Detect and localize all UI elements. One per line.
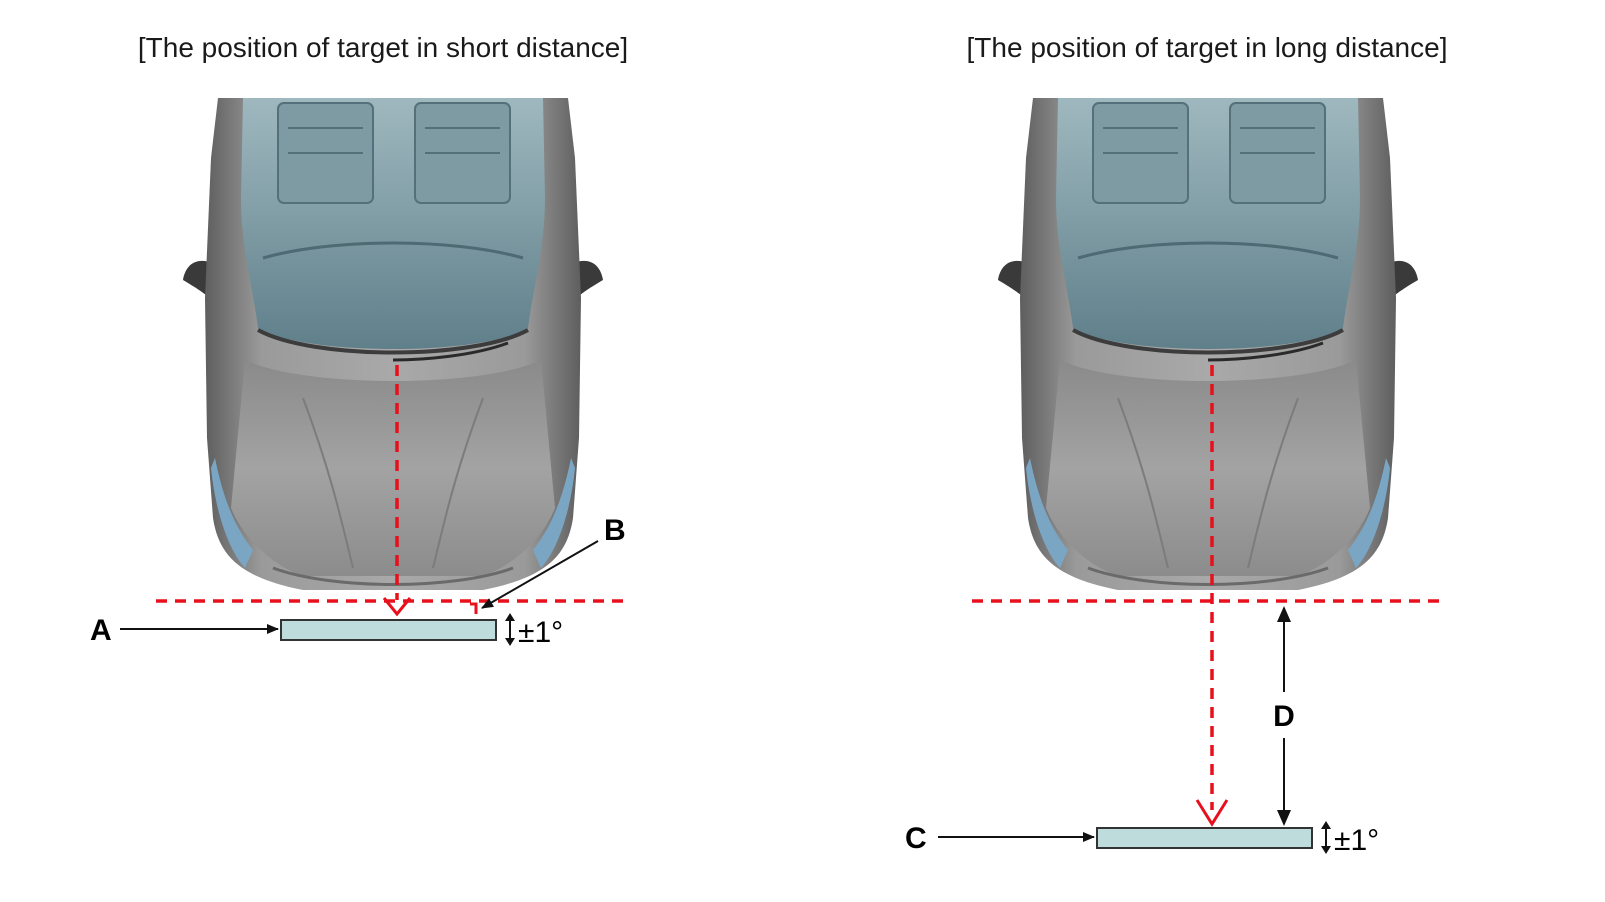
label-d: D (1273, 700, 1295, 733)
vehicle-top-view-short (181, 96, 605, 592)
tolerance-right: ±1° (1334, 824, 1379, 857)
tilt-tolerance-arrowheads-long (1321, 821, 1331, 854)
tilt-tolerance-arrowheads (505, 613, 515, 646)
vehicle-top-view-long (996, 96, 1420, 592)
left-panel: [The position of target in short distanc… (90, 32, 628, 649)
distance-arrow-top (1277, 606, 1291, 622)
target-edge-marker (470, 602, 478, 614)
right-panel-title: [The position of target in long distance… (967, 32, 1448, 63)
distance-arrow-bottom (1277, 810, 1291, 826)
label-a: A (90, 614, 112, 647)
arrow-b (481, 540, 599, 609)
target-board-short (280, 619, 497, 641)
label-c: C (905, 822, 927, 855)
left-panel-title: [The position of target in short distanc… (138, 32, 628, 63)
label-b: B (604, 514, 626, 547)
right-panel: [The position of target in long distance… (905, 32, 1447, 857)
target-board-long (1096, 827, 1313, 849)
centerline-arrowhead-long (1195, 799, 1229, 827)
tolerance-left: ±1° (518, 616, 563, 649)
centerline-arrowhead (382, 597, 412, 617)
